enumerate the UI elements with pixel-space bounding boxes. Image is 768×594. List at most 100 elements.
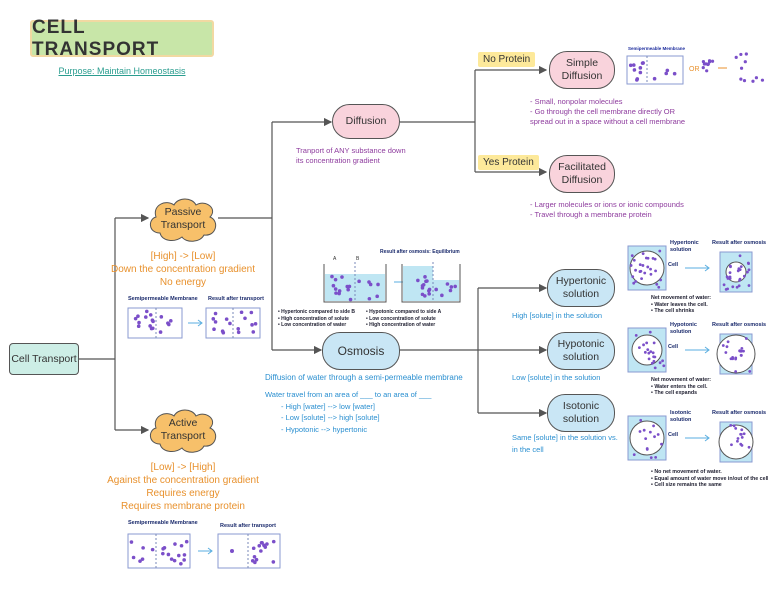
molecule	[236, 330, 241, 335]
molecule	[640, 277, 643, 281]
molecule	[747, 284, 751, 287]
molecule	[646, 256, 650, 260]
molecule	[271, 560, 276, 564]
molecule	[331, 283, 336, 288]
molecule	[449, 285, 454, 289]
note: - Larger molecules or ions or ionic comp…	[530, 200, 684, 209]
molecule	[427, 292, 432, 296]
molecule	[179, 543, 184, 548]
molecule	[243, 316, 247, 321]
molecule	[722, 283, 726, 287]
molecule	[144, 309, 149, 314]
molecule	[736, 439, 739, 443]
solution-notes: Net movement of water:• Water enters the…	[651, 377, 711, 397]
molecule	[137, 320, 141, 325]
molecule	[172, 558, 177, 563]
molecule	[637, 346, 641, 350]
molecule	[754, 76, 759, 80]
active-illustration	[127, 533, 281, 569]
molecule	[647, 351, 651, 355]
molecule	[252, 554, 257, 559]
molecule	[748, 370, 752, 373]
molecule	[665, 68, 670, 73]
molecule	[179, 562, 183, 566]
molecule	[253, 322, 258, 326]
molecule	[630, 254, 634, 258]
molecule	[333, 287, 338, 291]
molecule	[151, 319, 155, 324]
note: • No net movement of water.	[651, 469, 722, 475]
molecule	[641, 61, 645, 65]
molecule	[224, 317, 229, 321]
molecule	[150, 547, 155, 552]
note: • Water leaves the cell.	[651, 301, 708, 308]
molecule	[649, 456, 653, 460]
molecule	[638, 430, 642, 433]
molecule	[423, 275, 427, 279]
molecule	[148, 324, 152, 328]
passive-description: [High] -> [Low] Down the concentration g…	[100, 250, 266, 289]
molecule	[736, 437, 740, 440]
node-passive-transport: Passive Transport	[146, 195, 220, 243]
molecule	[724, 287, 728, 291]
molecule	[740, 443, 744, 447]
molecule	[646, 265, 650, 269]
molecule	[661, 359, 665, 363]
passive-label: Passive Transport	[160, 205, 206, 231]
node-active-transport: Active Transport	[146, 406, 220, 454]
molecule	[644, 437, 648, 441]
molecule	[159, 315, 164, 319]
molecule	[141, 546, 145, 550]
molecule	[742, 274, 746, 278]
side-b-notes: • Hypotonic compared to side A • Low con…	[366, 309, 442, 328]
molecule	[662, 364, 666, 368]
molecule	[739, 77, 743, 81]
side-b-label: B	[356, 256, 360, 262]
molecule	[652, 424, 655, 428]
molecule	[635, 78, 639, 82]
molecule	[271, 539, 276, 544]
molecule	[735, 285, 739, 289]
molecule	[747, 262, 750, 266]
molecule	[658, 361, 662, 365]
molecule	[176, 553, 181, 558]
molecule	[631, 275, 635, 279]
molecule	[629, 264, 633, 267]
container-box	[127, 533, 191, 569]
molecule	[701, 59, 706, 64]
note: - Go through the cell membrane directly …	[530, 107, 676, 116]
travel-text: Water travel from an area of ___ to an a…	[265, 390, 432, 399]
cell-label: Cell	[668, 262, 679, 268]
molecule	[643, 350, 647, 354]
molecule	[166, 552, 171, 557]
tag-no-protein: No Protein	[478, 52, 536, 67]
facilitated-notes: - Larger molecules or ions or ionic comp…	[530, 200, 684, 220]
solution-notes: • No net movement of water.• Equal amoun…	[651, 469, 768, 489]
molecule	[731, 356, 735, 359]
molecule	[638, 66, 643, 70]
molecule	[672, 71, 677, 76]
node-hypotonic: Hypotonic solution	[547, 332, 615, 370]
molecule	[367, 280, 371, 284]
molecule	[250, 323, 254, 327]
active-result-label: Result after transport	[220, 523, 276, 529]
molecule	[236, 326, 241, 331]
passive-result-label: Result after transport	[208, 296, 264, 302]
osmosis-travel: Water travel from an area of ___ to an a…	[265, 389, 431, 435]
molecule	[136, 324, 141, 329]
cell-label: Cell	[668, 344, 679, 350]
molecule	[340, 275, 344, 279]
molecule	[634, 280, 638, 283]
molecule	[742, 432, 746, 436]
molecule	[710, 59, 715, 63]
note: • The cell expands	[651, 390, 698, 396]
molecule	[731, 285, 735, 289]
molecule	[213, 311, 218, 316]
molecule	[653, 366, 657, 370]
molecule	[166, 321, 170, 325]
molecule	[434, 287, 438, 292]
note: - Small, nonpolar molecules	[530, 97, 623, 106]
simple-notes: - Small, nonpolar molecules - Go through…	[530, 97, 685, 127]
molecule	[639, 269, 643, 273]
page-title: CELL TRANSPORT	[30, 17, 214, 60]
